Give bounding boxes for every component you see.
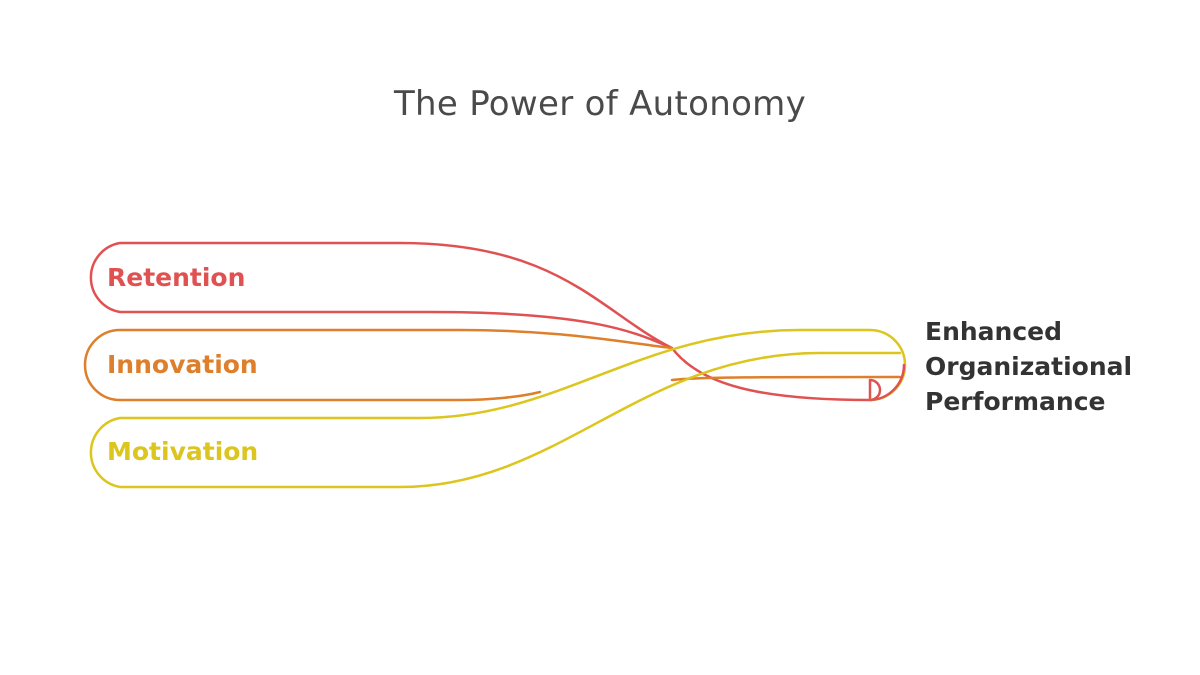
diagram-title: The Power of Autonomy	[393, 84, 807, 124]
retention-output-cap	[868, 363, 906, 402]
input-label-innovation: Innovation	[107, 350, 258, 379]
output-label-line-1: Enhanced	[925, 317, 1063, 346]
output-label-line-3: Performance	[925, 387, 1106, 416]
input-label-retention: Retention	[107, 263, 246, 292]
input-label-motivation: Motivation	[107, 437, 259, 466]
output-label-line-2: Organizational	[925, 352, 1133, 381]
output-label-enhanced-organizational-performance: Enhanced Organizational Performance	[925, 314, 1132, 419]
